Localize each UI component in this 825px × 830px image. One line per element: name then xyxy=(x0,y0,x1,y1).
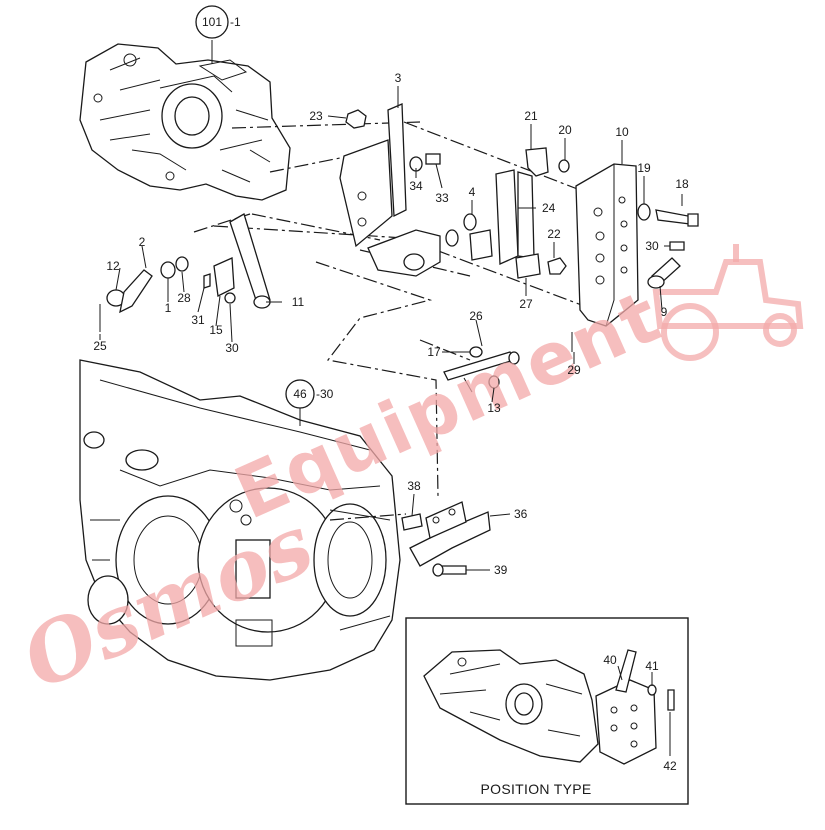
callout-12: 12 xyxy=(106,259,120,273)
callout-41: 41 xyxy=(645,659,659,673)
plate-10 xyxy=(575,163,639,327)
inset-position-type: 40 41 42 POSITION TYPE xyxy=(405,617,689,805)
callout-26: 26 xyxy=(469,309,483,323)
callout-11: 11 xyxy=(292,295,305,309)
inset-frame xyxy=(405,617,689,805)
callout-25: 25 xyxy=(93,339,107,353)
callout-36: 36 xyxy=(514,507,528,521)
callout-38: 38 xyxy=(407,479,421,493)
callout-34: 34 xyxy=(409,179,423,193)
callout-9: 9 xyxy=(661,305,668,319)
fasteners xyxy=(99,109,699,577)
upper-housing xyxy=(79,43,291,201)
callout-42: 42 xyxy=(663,759,677,773)
callout-23: 23 xyxy=(309,109,323,123)
callout-18: 18 xyxy=(675,177,689,191)
callout-19: 19 xyxy=(637,161,651,175)
callout-40: 40 xyxy=(603,653,617,667)
callout-29: 29 xyxy=(567,363,581,377)
callout-28: 28 xyxy=(177,291,191,305)
callout-15: 15 xyxy=(209,323,223,337)
callout-bubble-46 xyxy=(285,379,315,409)
callout-3: 3 xyxy=(395,71,402,85)
callout-10: 10 xyxy=(615,125,629,139)
callout-22: 22 xyxy=(547,227,561,241)
transmission-housing xyxy=(79,359,401,681)
leader-lines xyxy=(99,40,683,571)
callout-39: 39 xyxy=(494,563,508,577)
callouts: 101 -1 46 -30 1 2 3 4 9 10 11 12 13 15 1… xyxy=(93,5,689,577)
callout-20: 20 xyxy=(558,123,572,137)
callout-30-right: 30 xyxy=(645,239,659,253)
callout-17: 17 xyxy=(427,345,441,359)
callout-21: 21 xyxy=(524,109,538,123)
callout-46: 46 xyxy=(293,387,307,401)
bracket-3 xyxy=(339,103,441,277)
callout-13: 13 xyxy=(487,401,501,415)
callout-101-suffix: -1 xyxy=(230,15,241,29)
callout-4: 4 xyxy=(469,185,476,199)
callout-31: 31 xyxy=(191,313,205,327)
callout-46-suffix: -30 xyxy=(316,387,334,401)
callout-101: 101 xyxy=(202,15,222,29)
callout-2: 2 xyxy=(139,235,146,249)
bracket-36 xyxy=(409,501,491,567)
callout-1: 1 xyxy=(165,301,172,315)
callout-30-left: 30 xyxy=(225,341,239,355)
callout-27: 27 xyxy=(519,297,533,311)
callout-24: 24 xyxy=(542,201,556,215)
inset-title: POSITION TYPE xyxy=(481,781,592,797)
callout-33: 33 xyxy=(435,191,449,205)
callout-bubble-101 xyxy=(195,5,229,39)
